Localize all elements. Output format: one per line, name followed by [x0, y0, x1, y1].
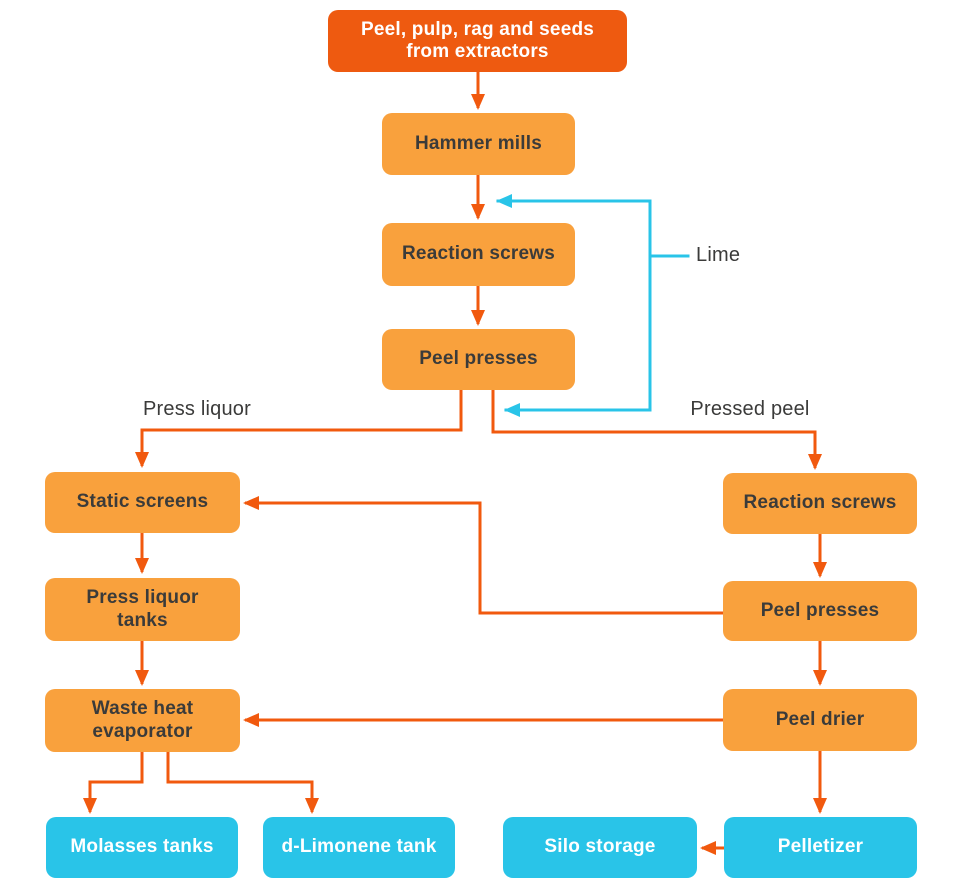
node-extractors-feed: Peel, pulp, rag and seeds from extractor…: [328, 10, 627, 72]
edge-waste-heat-evaporator-to-molasses-tanks: [83, 752, 144, 814]
node-press-liquor-tanks-label: Press liquor tanks: [86, 587, 199, 631]
node-d-limonene-tank: d-Limonene tank: [263, 817, 455, 878]
node-peel-drier-label: Peel drier: [775, 708, 865, 730]
node-d-limonene-tank-label: d-Limonene tank: [281, 836, 437, 858]
node-press-liquor-tanks: Press liquor tanks: [45, 578, 240, 641]
node-silo-storage: Silo storage: [503, 817, 697, 878]
node-extractors-feed-label: Peel, pulp, rag and seeds from extractor…: [360, 18, 595, 62]
node-peel-presses-main-label: Peel presses: [419, 348, 538, 370]
stream-label-lime: Lime: [696, 244, 741, 266]
node-pelletizer: Pelletizer: [724, 817, 917, 878]
node-waste-heat-evaporator: Waste heat evaporator: [45, 689, 240, 752]
node-molasses-tanks-label: Molasses tanks: [70, 836, 214, 858]
node-waste-heat-evaporator-label: Waste heat evaporator: [91, 698, 194, 742]
node-pelletizer-label: Pelletizer: [777, 836, 864, 858]
edge-peel-presses-to-reaction-screws-pressed-peel: [491, 390, 822, 470]
node-reaction-screws-peel-label: Reaction screws: [743, 492, 897, 514]
stream-label-pressed-peel: Pressed peel: [690, 398, 810, 420]
stream-label-press-liquor: Press liquor: [143, 398, 251, 420]
node-hammer-mills: Hammer mills: [382, 113, 575, 175]
edge-peel-presses-to-static-screens-press-liquor: [135, 390, 463, 468]
node-static-screens-label: Static screens: [76, 491, 209, 513]
node-molasses-tanks: Molasses tanks: [46, 817, 238, 878]
node-reaction-screws-main-label: Reaction screws: [402, 243, 555, 265]
node-hammer-mills-label: Hammer mills: [414, 132, 542, 154]
node-reaction-screws-peel: Reaction screws: [723, 473, 917, 534]
node-silo-storage-label: Silo storage: [544, 836, 656, 858]
edge-waste-heat-evaporator-to-d-limonene-tank: [166, 752, 319, 814]
node-peel-presses-peel: Peel presses: [723, 581, 917, 641]
node-peel-presses-peel-label: Peel presses: [760, 599, 880, 621]
edge-peel-presses-peel-to-static-screens: [243, 496, 723, 615]
node-static-screens: Static screens: [45, 472, 240, 533]
node-reaction-screws-main: Reaction screws: [382, 223, 575, 286]
node-peel-presses-main: Peel presses: [382, 329, 575, 390]
node-peel-drier: Peel drier: [723, 689, 917, 751]
